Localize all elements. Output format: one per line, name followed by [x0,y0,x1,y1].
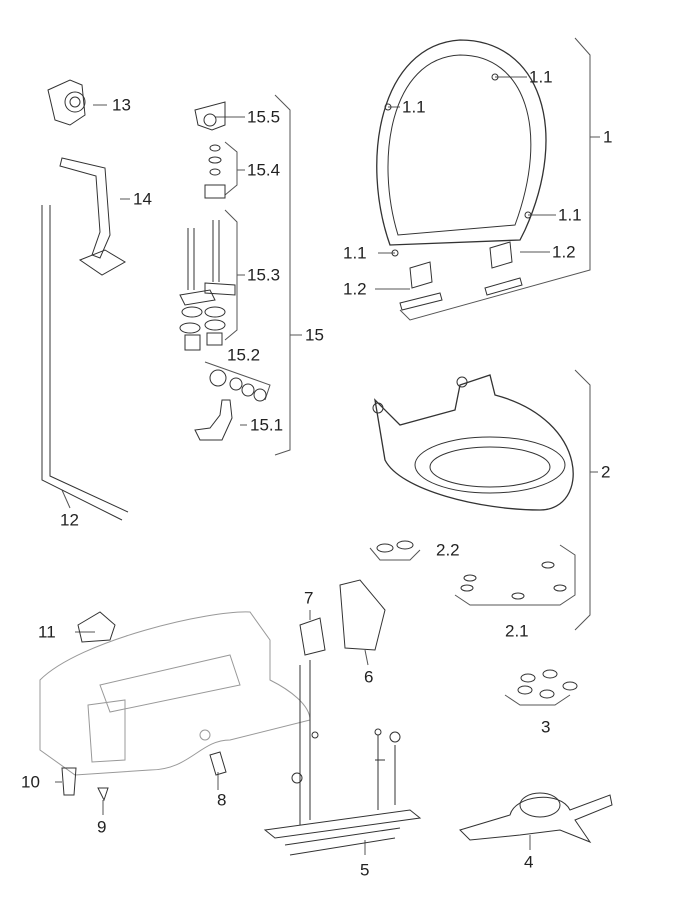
label-7: 7 [304,588,314,608]
label-15: 15 [305,325,324,345]
label-1-2-a: 1.2 [552,242,576,262]
fittings-15 [179,101,267,441]
label-4: 4 [524,852,534,872]
label-15-4: 15.4 [247,160,281,180]
label-3: 3 [541,717,551,737]
bracket-4 [459,792,613,844]
mounting-kit-5 [263,660,422,856]
leader-lines [55,37,600,855]
label-13: 13 [112,95,131,115]
label-11: 11 [38,622,56,642]
label-15-3: 15.3 [247,265,281,285]
label-1-1-c: 1.1 [558,205,582,225]
label-6: 6 [364,667,374,687]
toilet-seat-2 [372,374,574,511]
buffers [376,540,578,699]
label-1-1-b: 1.1 [402,97,426,117]
label-10: 10 [21,772,40,792]
angle-valve-13 [47,79,86,126]
label-14: 14 [133,189,152,209]
label-8: 8 [217,790,227,810]
label-1-2-b: 1.2 [343,279,367,299]
label-2: 2 [601,462,611,482]
part-10 [61,767,77,796]
seat-lid-1 [376,39,547,311]
label-2-2: 2.2 [436,540,460,560]
label-2-1: 2.1 [505,621,529,641]
label-15-5: 15.5 [247,107,281,127]
pipe-12 [41,205,129,521]
label-15-2: 15.2 [227,345,261,365]
label-9: 9 [97,817,107,837]
label-1-1-a: 1.1 [529,67,553,87]
label-1: 1 [603,127,613,147]
module-7 [299,617,326,656]
label-12: 12 [60,510,79,530]
clip-11 [77,611,116,643]
cover-6 [339,579,386,651]
part-8 [209,751,227,776]
label-5: 5 [360,860,370,880]
housing [39,611,311,776]
label-15-1: 15.1 [250,415,284,435]
bracket-14 [59,157,126,276]
label-1-1-d: 1.1 [343,243,367,263]
part-9 [97,787,109,802]
